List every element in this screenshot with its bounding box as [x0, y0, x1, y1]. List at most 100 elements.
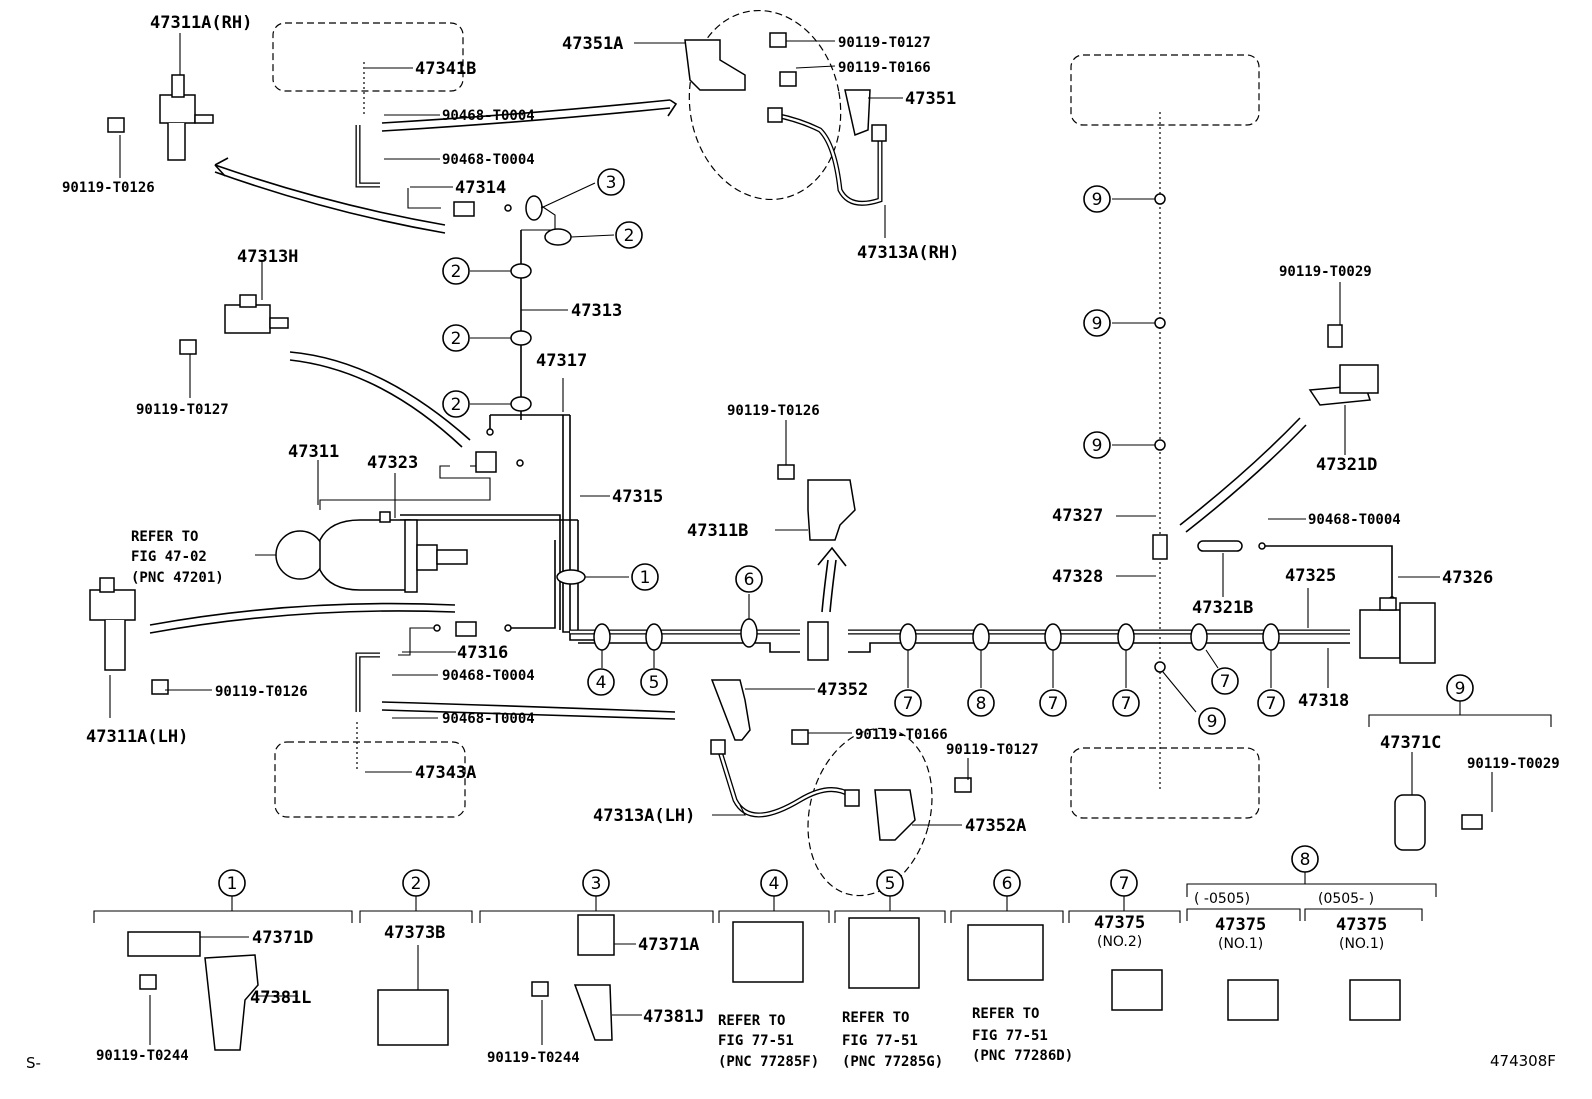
- svg-text:2: 2: [451, 262, 462, 282]
- label-refer4-a: REFER TO: [718, 1013, 785, 1029]
- svg-text:7: 7: [1119, 874, 1130, 894]
- actuator-icon: [1359, 597, 1436, 664]
- figure-code: 474308F: [1490, 1052, 1556, 1070]
- label-90468-t0004-a: 90468-T0004: [442, 108, 535, 124]
- svg-text:5: 5: [649, 673, 660, 693]
- svg-text:2: 2: [451, 395, 462, 415]
- label-47316: 47316: [457, 643, 508, 663]
- brake-tubes: [319, 188, 1393, 656]
- ref-4-section: 4: [760, 869, 788, 897]
- label-90468-t0004-b: 90468-T0004: [442, 152, 535, 168]
- label-47321d: 47321D: [1316, 455, 1377, 475]
- svg-text:9: 9: [1092, 436, 1103, 456]
- label-47321b: 47321B: [1192, 598, 1253, 618]
- label-47371a: 47371A: [638, 935, 699, 955]
- svg-text:2: 2: [411, 874, 422, 894]
- corner-label-left: S-: [26, 1054, 41, 1072]
- ref-8: 8: [967, 689, 995, 717]
- label-refer5-b: FIG 77-51: [842, 1033, 918, 1049]
- unions: [433, 201, 1396, 661]
- label-47375-no1-a: 47375: [1215, 915, 1266, 935]
- svg-text:9: 9: [1207, 712, 1218, 732]
- label-47351a: 47351A: [562, 34, 623, 54]
- label-47326: 47326: [1442, 568, 1493, 588]
- svg-text:6: 6: [1002, 874, 1013, 894]
- label-90119-t0127-c: 90119-T0127: [946, 742, 1039, 758]
- label-47371d: 47371D: [252, 928, 313, 948]
- svg-text:1: 1: [227, 874, 238, 894]
- arrows: [149, 99, 1307, 720]
- label-range-a: ( -0505): [1194, 891, 1250, 907]
- label-90119-t0127-b: 90119-T0127: [136, 402, 229, 418]
- label-90119-t0127-a: 90119-T0127: [838, 35, 931, 51]
- label-no2: (NO.2): [1097, 934, 1142, 950]
- label-47381l: 47381L: [250, 988, 311, 1008]
- ref-3-section: 3: [582, 869, 610, 897]
- label-no1-a: (NO.1): [1218, 936, 1263, 952]
- label-no1-b: (NO.1): [1339, 936, 1384, 952]
- label-47314: 47314: [455, 178, 506, 198]
- label-47315: 47315: [612, 487, 663, 507]
- label-90119-t0166-a: 90119-T0166: [838, 60, 931, 76]
- label-47318: 47318: [1298, 691, 1349, 711]
- svg-text:2: 2: [451, 329, 462, 349]
- label-47375-no2: 47375: [1094, 913, 1145, 933]
- label-90119-t0126-c: 90119-T0126: [727, 403, 820, 419]
- label-47313a-lh: 47313A(LH): [593, 806, 695, 826]
- ref-9-c: 9: [1083, 431, 1111, 459]
- reference-boxes: [272, 9, 1260, 897]
- label-47352: 47352: [817, 680, 868, 700]
- label-90119-t0029-b: 90119-T0029: [1467, 756, 1560, 772]
- bolts: [107, 32, 1483, 997]
- label-47371c: 47371C: [1380, 733, 1441, 753]
- label-refer6-c: (PNC 77286D): [972, 1048, 1073, 1064]
- svg-text:5: 5: [885, 874, 896, 894]
- label-range-b: (0505- ): [1318, 891, 1374, 907]
- ref-1: 1: [631, 563, 659, 591]
- flexible-hoses: [710, 107, 887, 818]
- label-refer-47-02-c: (PNC 47201): [131, 570, 224, 586]
- svg-text:9: 9: [1455, 679, 1466, 699]
- ref-8-section: 8: [1291, 845, 1319, 873]
- label-refer-47-02-a: REFER TO: [131, 529, 198, 545]
- label-47311a-rh: 47311A(RH): [150, 13, 252, 33]
- ref-7-e: 7: [1257, 689, 1285, 717]
- svg-text:9: 9: [1092, 314, 1103, 334]
- part-labels: 47311A(RH) 47341B 90468-T0004 90468-T000…: [26, 13, 1560, 1072]
- ref-6: 6: [735, 565, 763, 593]
- svg-text:7: 7: [1220, 672, 1231, 692]
- label-90119-t0126-b: 90119-T0126: [215, 684, 308, 700]
- label-refer5-c: (PNC 77285G): [842, 1054, 943, 1070]
- label-47311: 47311: [288, 442, 339, 462]
- label-90468-t0004-d: 90468-T0004: [442, 711, 535, 727]
- leader-lines: [109, 33, 1493, 1045]
- label-refer-47-02-b: FIG 47-02: [131, 549, 207, 565]
- label-refer6-a: REFER TO: [972, 1006, 1039, 1022]
- master-cylinder-icon: [275, 511, 468, 593]
- label-47328: 47328: [1052, 567, 1103, 587]
- brackets: [89, 39, 1426, 1051]
- svg-text:3: 3: [606, 173, 617, 193]
- ref-3: 3: [597, 168, 625, 196]
- svg-text:8: 8: [976, 694, 987, 714]
- label-47381j: 47381J: [643, 1007, 704, 1027]
- svg-text:4: 4: [596, 673, 607, 693]
- label-refer5-a: REFER TO: [842, 1010, 909, 1026]
- label-47352a: 47352A: [965, 816, 1026, 836]
- ref-7-section: 7: [1110, 869, 1138, 897]
- ref-2-section: 2: [402, 869, 430, 897]
- label-47311a-lh: 47311A(LH): [86, 727, 188, 747]
- ref-9-b: 9: [1083, 309, 1111, 337]
- label-47343a: 47343A: [415, 763, 476, 783]
- svg-text:6: 6: [744, 570, 755, 590]
- svg-text:8: 8: [1300, 850, 1311, 870]
- label-47325: 47325: [1285, 566, 1336, 586]
- ref-7-d: 7: [1211, 667, 1239, 695]
- svg-text:2: 2: [624, 226, 635, 246]
- reference-callouts: 3 2 2 2 2 1 6 4 5 7 8 7 7 7 7 9 9 9 9 9 …: [218, 168, 1474, 897]
- label-90119-t0244-a: 90119-T0244: [96, 1048, 189, 1064]
- ref-5-section: 5: [876, 869, 904, 897]
- label-47373b: 47373B: [384, 923, 445, 943]
- svg-text:9: 9: [1092, 190, 1103, 210]
